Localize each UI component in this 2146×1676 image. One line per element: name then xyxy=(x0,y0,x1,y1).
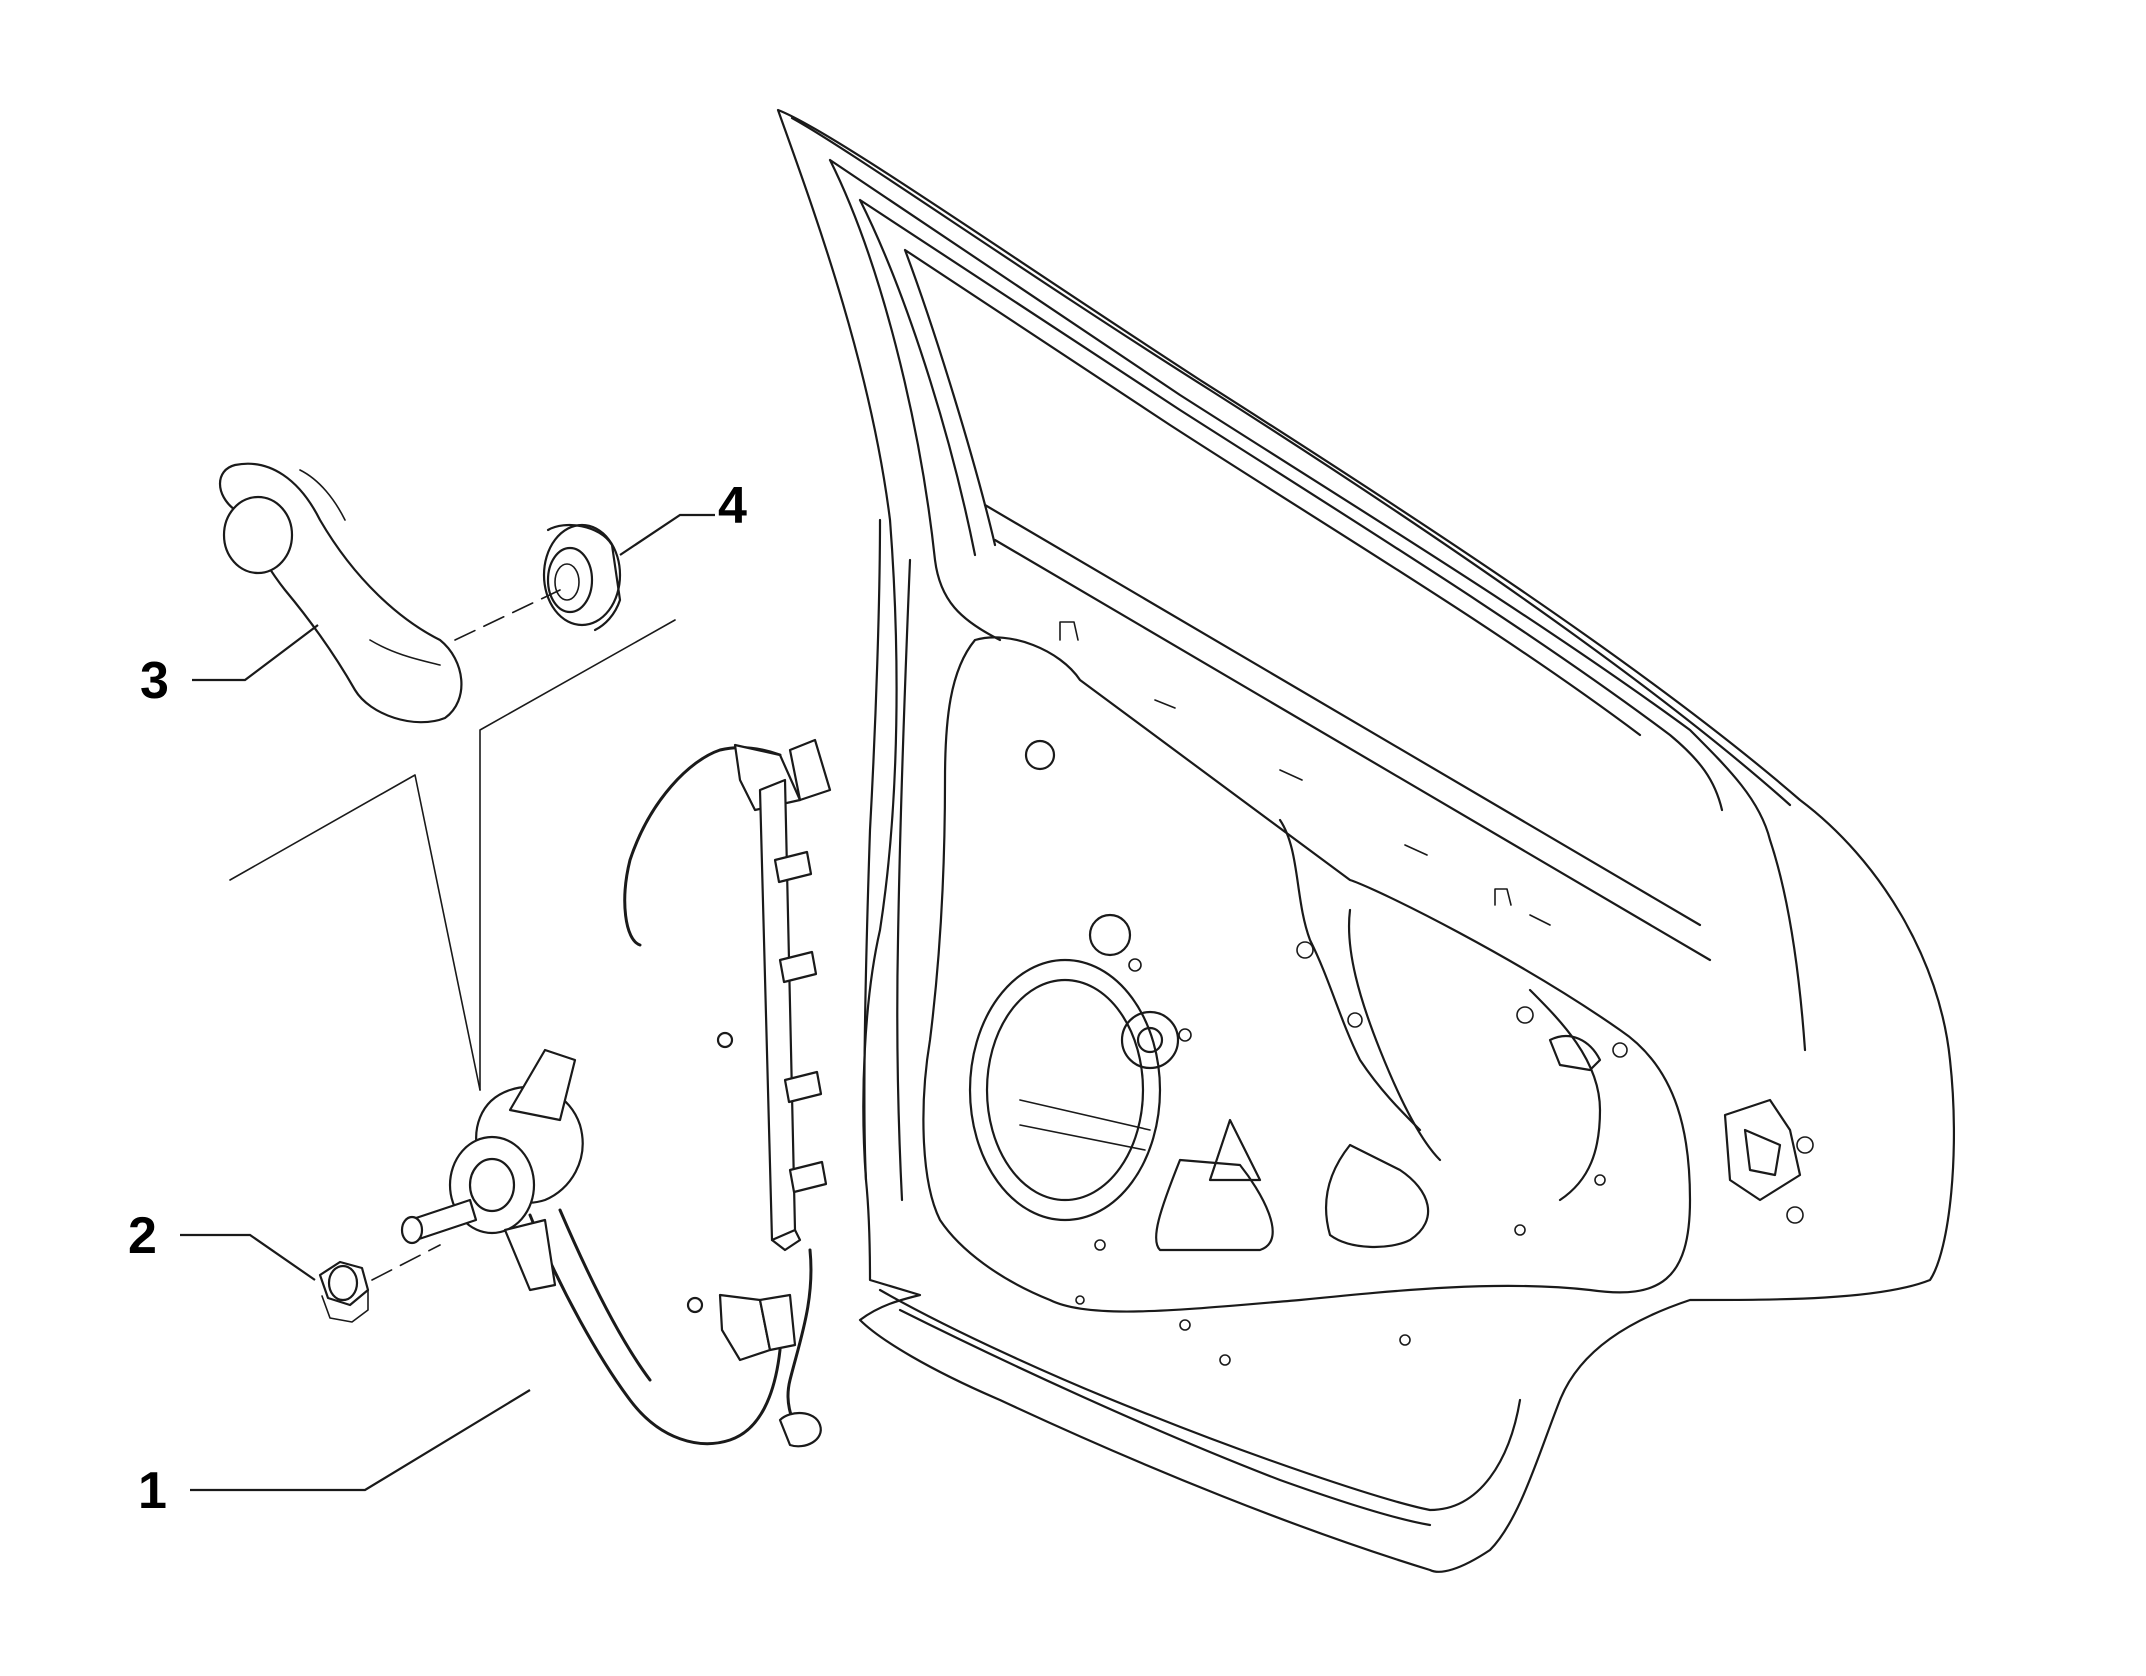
window-regulator-assembly xyxy=(400,738,832,1448)
nut-axis-line xyxy=(371,1244,441,1281)
callout-3: 3 xyxy=(140,652,169,710)
callout-4: 4 xyxy=(718,477,747,535)
leader-lines xyxy=(180,513,715,1492)
projection-lines xyxy=(229,619,676,1091)
rear-door-panel xyxy=(776,108,1956,1573)
callout-2: 2 xyxy=(128,1207,157,1265)
leader-2 xyxy=(180,1233,316,1281)
leader-3 xyxy=(192,624,319,682)
hex-nut xyxy=(318,1260,370,1323)
escutcheon-ring xyxy=(542,523,622,632)
leader-1 xyxy=(190,1389,531,1492)
window-crank-handle xyxy=(219,462,463,724)
handle-axis-line xyxy=(454,589,561,641)
callout-1: 1 xyxy=(138,1462,167,1520)
leader-4 xyxy=(619,513,715,556)
